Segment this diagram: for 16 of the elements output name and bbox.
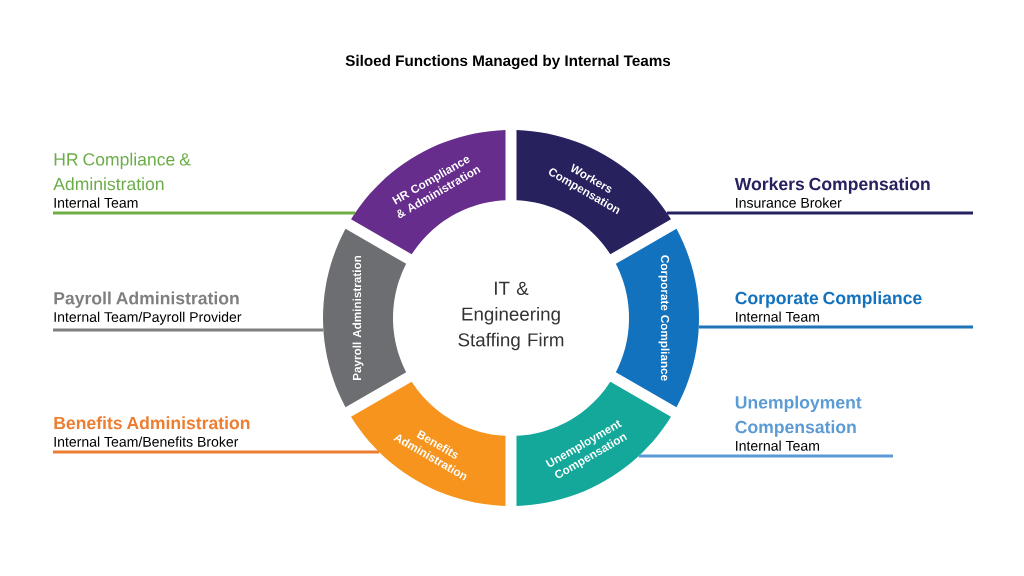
connector-line	[53, 450, 380, 454]
title: Siloed Functions Managed by Internal Teams	[345, 54, 671, 70]
center-text: IT & Engineering Staffing Firm	[458, 281, 564, 351]
ring-segment: Payroll Administration	[323, 228, 407, 408]
connector-line	[53, 211, 356, 215]
connector-line	[698, 325, 973, 329]
side-label: HR Compliance & Administration Internal Team	[53, 152, 191, 208]
side-label: Corporate Compliance Internal Team	[735, 291, 922, 322]
side-label: Unemployment Compensation Internal Team	[735, 395, 862, 451]
side-label: Payroll Administration Internal Team/Payroll Provider	[54, 291, 242, 325]
ring-segment: Corporate Compliance	[615, 228, 699, 408]
connector-line	[666, 211, 973, 215]
side-label: Workers Compensation Insurance Broker	[734, 177, 930, 208]
connector-line	[638, 454, 893, 458]
side-label: Benefits Administration Internal Team/Benefits Broker	[54, 416, 250, 447]
connector-line	[53, 328, 324, 332]
